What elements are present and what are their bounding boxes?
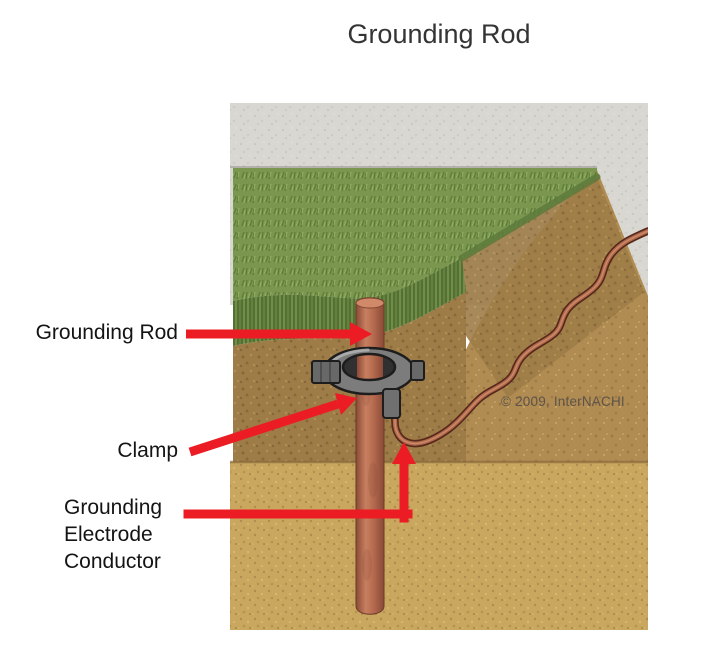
arrow-conductor	[183, 442, 416, 523]
grass-top	[233, 168, 597, 301]
clamp-collar	[322, 346, 416, 396]
clamp-highlight	[332, 348, 370, 362]
arrow-head	[335, 393, 357, 415]
label-conductor: Grounding Electrode Conductor	[64, 496, 163, 573]
callout-arrows	[183, 322, 416, 523]
arrow-shaft	[188, 399, 340, 457]
rod-mottle	[362, 549, 372, 581]
illustration	[230, 103, 648, 630]
label-clamp: Clamp	[117, 439, 178, 462]
label-grounding-rod: Grounding Rod	[35, 321, 178, 344]
arrow-grounding-rod	[186, 322, 372, 346]
clamp-wire-lug	[382, 388, 401, 419]
grounding-rod-graphic	[355, 297, 385, 615]
arrow-head	[392, 442, 416, 464]
clamp-tab	[410, 360, 425, 381]
grass-right-lip	[458, 173, 601, 262]
clamp-bolt	[311, 360, 341, 384]
copyright-text: © 2009, InterNACHI	[501, 394, 625, 409]
arrow-clamp	[188, 393, 357, 457]
conductor-wire-graphic	[389, 227, 648, 448]
rod-mottle	[368, 462, 378, 498]
sand-layer	[230, 462, 648, 630]
page-title: Grounding Rod	[347, 19, 531, 49]
arrow-head	[350, 322, 372, 346]
clamp-graphic	[311, 346, 425, 419]
rod-top-face	[355, 297, 385, 309]
clamp-bolt-facets	[320, 362, 331, 382]
grass-front-face	[233, 258, 466, 346]
wire-highlight	[392, 230, 648, 445]
